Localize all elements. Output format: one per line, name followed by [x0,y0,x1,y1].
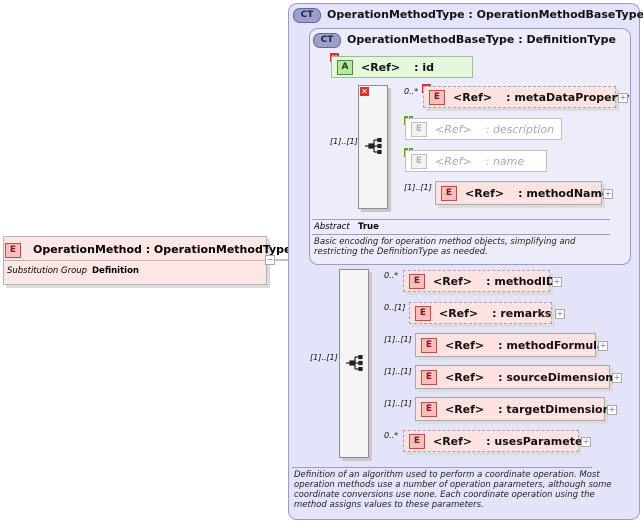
element-ref: <Ref> [435,154,472,168]
expand-icon[interactable]: + [581,437,591,447]
element-badge: E [421,369,437,385]
element-ref: <Ref> [445,402,485,416]
element-ref: <Ref> [453,90,493,104]
element-metaDataProperty[interactable]: E <Ref> : metaDataProperty [423,86,629,108]
element-name: : remarks [492,306,552,320]
element-methodID[interactable]: E <Ref> : methodID [403,270,555,292]
complex-type-badge: CT [293,8,321,23]
inner-type-title: OperationMethodBaseType : DefinitionType [347,33,616,46]
attribute-id[interactable]: A <Ref> : id [331,56,473,78]
element-name: : methodID [486,274,556,288]
element-badge: E [5,243,21,258]
divider [312,219,610,220]
abstract-value: True [358,222,379,232]
inner-sequence-cardinality: [1]..[1] [330,137,358,146]
element-ref: <Ref> [439,306,479,320]
element-name: : methodFormula [498,338,605,352]
element-ref: <Ref> [445,338,485,352]
substitution-group-label: Substitution Group [7,266,88,276]
outer-documentation: Definition of an algorithm used to perfo… [294,470,612,510]
outer-type-title: OperationMethodType : OperationMethodBas… [327,8,643,21]
element-badge: E [429,89,445,105]
substitution-group-value: Definition [92,266,139,276]
element-ref: <Ref> [433,434,473,448]
element-badge: E [411,153,427,169]
expand-icon[interactable]: + [607,405,617,415]
root-element-title: OperationMethod : OperationMethodType [33,243,292,256]
expand-icon[interactable]: + [612,373,622,383]
element-badge: E [441,185,457,201]
element-name: : methodName [518,186,610,200]
element-badge: E [421,337,437,353]
element-badge: E [415,305,431,321]
element-badge: E [409,433,425,449]
element-name: : targetDimensions [498,402,617,416]
abstract-label: Abstract [314,222,350,232]
attribute-name: : id [414,60,435,74]
attribute-badge: A [337,59,353,75]
root-divider [4,260,266,261]
attribute-ref: <Ref> [361,60,401,74]
prohibited-icon: ✕ [360,87,369,96]
item-cardinality: 0..* [404,87,419,96]
element-badge: E [411,121,427,137]
element-methodFormula[interactable]: E <Ref> : methodFormula [415,333,604,357]
item-cardinality: [1]..[1] [404,183,432,192]
element-name: : sourceDimensions [498,370,620,384]
element-description[interactable]: E <Ref> : description [405,118,562,140]
item-cardinality: [1]..[1] [384,367,412,376]
element-ref: <Ref> [435,122,472,136]
expand-icon[interactable]: + [552,277,562,287]
item-cardinality: 0..* [384,271,399,280]
element-ref: <Ref> [465,186,505,200]
element-usesParameter[interactable]: E <Ref> : usesParameter [403,430,588,452]
root-expand-icon[interactable]: − [265,255,275,265]
item-cardinality: [1]..[1] [384,399,412,408]
element-name: : description [485,122,555,136]
element-sourceDimensions[interactable]: E <Ref> : sourceDimensions [415,365,620,389]
element-name: : metaDataProperty [506,90,630,104]
element-remarks[interactable]: E <Ref> : remarks [409,302,552,324]
expand-icon[interactable]: + [598,341,608,351]
expand-icon[interactable]: + [618,93,628,103]
outer-sequence-box[interactable] [339,269,369,458]
element-name: : name [485,154,525,168]
item-cardinality: 0..* [384,431,399,440]
element-ref: <Ref> [433,274,473,288]
inner-sequence-box[interactable]: ✕ [358,85,388,209]
element-ref: <Ref> [445,370,485,384]
expand-icon[interactable]: + [603,189,613,199]
expand-icon[interactable]: + [555,309,565,319]
inner-documentation: Basic encoding for operation method obje… [314,237,576,257]
element-badge: E [409,273,425,289]
element-targetDimensions[interactable]: E <Ref> : targetDimensions [415,397,617,421]
complex-type-badge: CT [313,33,341,48]
element-name-restricted[interactable]: E <Ref> : name [405,150,547,172]
sequence-icon [365,138,382,154]
item-cardinality: 0..[1] [384,303,406,312]
outer-sequence-cardinality: [1]..[1] [310,353,338,362]
divider [312,234,610,235]
element-badge: E [421,401,437,417]
element-methodName[interactable]: E <Ref> : methodName [435,181,609,205]
element-name: : usesParameter [486,434,588,448]
sequence-icon [346,355,363,371]
root-element-box[interactable]: E OperationMethod : OperationMethodType … [3,236,292,285]
divider [292,467,592,468]
item-cardinality: [1]..[1] [384,335,412,344]
